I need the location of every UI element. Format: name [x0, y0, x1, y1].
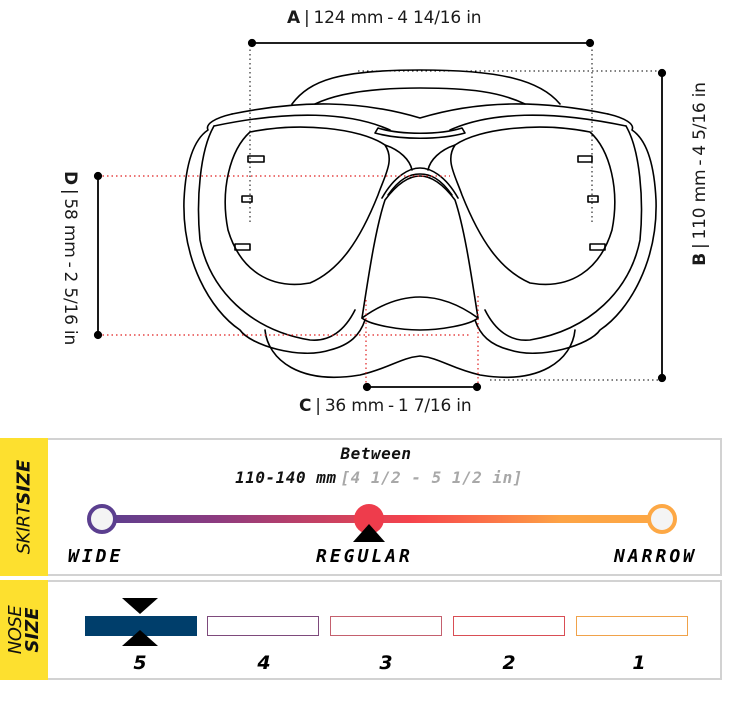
nose-size-tab: NOSE SIZE: [0, 580, 48, 680]
nose-size-2-box: [453, 616, 565, 636]
dimension-inch: 4 5/16 in: [690, 82, 710, 156]
selected-pointer-down-icon: [122, 598, 158, 614]
dimension-inch: 1 7/16 in: [397, 396, 472, 416]
skirt-wide-marker: [87, 504, 117, 534]
nose-size-1-label: 1: [632, 652, 646, 674]
skirt-range-values: 110-140 mm[4 1/2 - 5 1/2 in]: [2, 468, 720, 487]
dimension-d-label: D|58 mm-2 5/16 in: [60, 170, 80, 346]
nose-size-4-label: 4: [257, 652, 271, 674]
skirt-range-mm: 110-140 mm: [235, 468, 337, 487]
nose-size-3-label: 3: [379, 652, 393, 674]
skirt-label-wide: WIDE: [68, 546, 124, 567]
dimension-mm: 58 mm: [60, 198, 80, 258]
dimension-letter: C: [299, 396, 312, 416]
dimension-c-label: C|36 mm-1 7/16 in: [299, 396, 472, 416]
mask-diagram: [93, 38, 667, 392]
dimension-letter: B: [690, 252, 710, 266]
nose-size-2-label: 2: [502, 652, 516, 674]
extension-lines: [249, 45, 662, 381]
skirt-label-narrow: NARROW: [614, 546, 698, 567]
skirt-size-tab: SKIRTSIZE: [0, 438, 48, 576]
mask-outline: [183, 69, 657, 379]
dimension-letter: D: [60, 170, 80, 185]
nose-size-tab-label: NOSE SIZE: [5, 605, 43, 655]
dimension-mm: 110 mm: [690, 169, 710, 240]
dimension-letter: A: [287, 8, 300, 28]
skirt-range-heading: Between: [340, 444, 412, 463]
nose-size-5-label: 5: [133, 652, 147, 674]
nose-size-1-box: [576, 616, 688, 636]
skirt-narrow-marker: [647, 504, 677, 534]
selected-pointer-icon: [353, 524, 385, 542]
dimension-mm: 36 mm: [324, 396, 384, 416]
dimension-a-label: A|124 mm-4 14/16 in: [287, 8, 482, 28]
dimension-inch: 4 14/16 in: [397, 8, 482, 28]
nose-size-4-box: [207, 616, 319, 636]
guide-lines: [98, 175, 479, 387]
dimension-b-label: B|110 mm-4 5/16 in: [690, 82, 710, 266]
skirt-size-panel: SKIRTSIZE Between 110-140 mm[4 1/2 - 5 1…: [0, 438, 722, 576]
dimension-lines: [93, 38, 667, 392]
dimension-inch: 2 5/16 in: [60, 271, 80, 346]
skirt-range-in: [4 1/2 - 5 1/2 in]: [340, 468, 523, 487]
nose-size-panel: NOSE SIZE 5 4 3 2 1: [0, 580, 722, 680]
selected-pointer-up-icon: [122, 630, 158, 646]
skirt-label-regular: REGULAR: [316, 546, 413, 567]
nose-size-3-box: [330, 616, 442, 636]
dimension-mm: 124 mm: [313, 8, 384, 28]
